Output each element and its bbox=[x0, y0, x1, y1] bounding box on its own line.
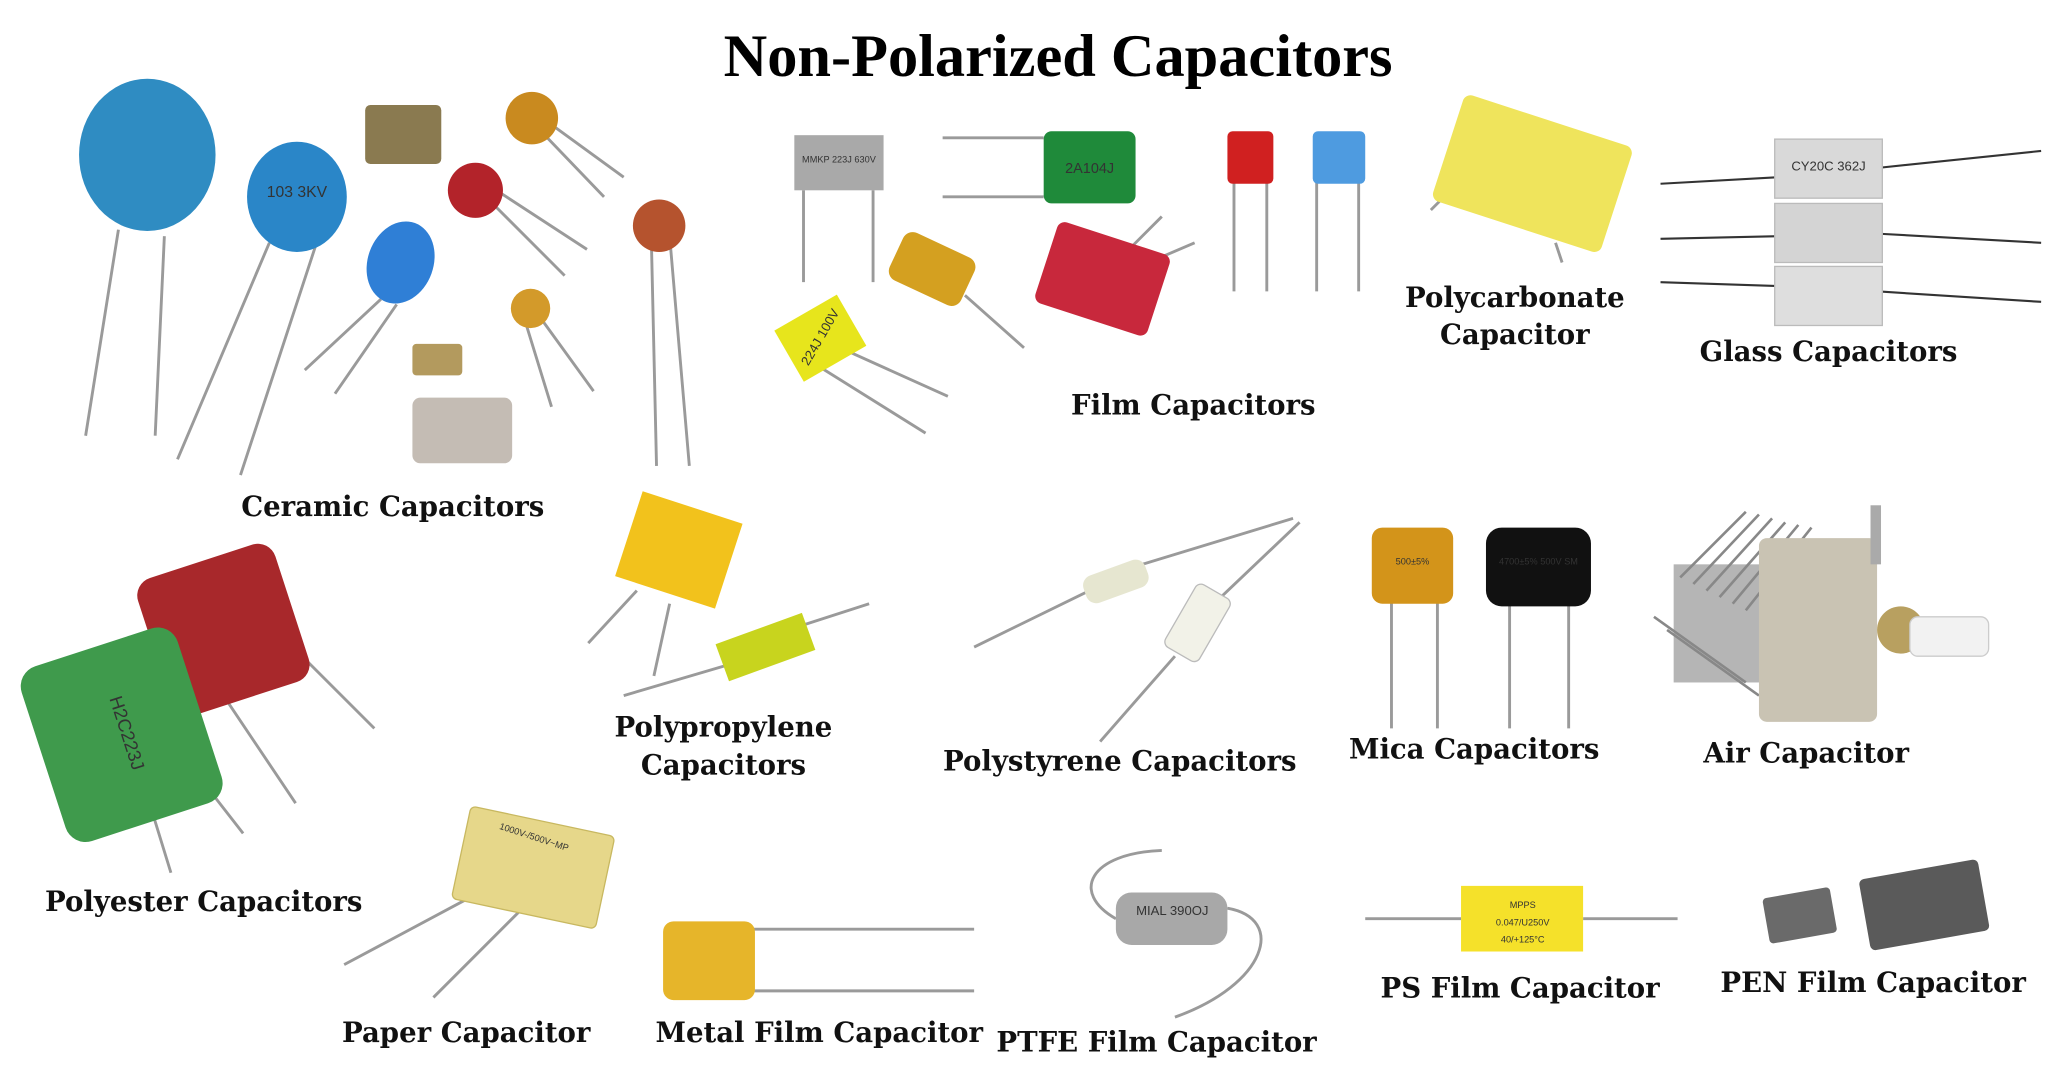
glass-capacitors-image: CY20C 362J bbox=[1660, 138, 2042, 327]
label-polystyrene: Polystyrene Capacitors bbox=[943, 745, 1296, 777]
svg-text:0.047/U250V: 0.047/U250V bbox=[1496, 917, 1550, 927]
ceramic-capacitors-image: 103 3KV bbox=[79, 78, 691, 476]
label-air: Air Capacitor bbox=[1702, 738, 1909, 770]
polypropylene-capacitors-image bbox=[587, 491, 870, 697]
polyester-capacitors-image: H2C223J bbox=[20, 543, 376, 874]
svg-text:MMKP 223J 630V: MMKP 223J 630V bbox=[802, 155, 877, 165]
air-capacitor-image bbox=[1653, 505, 1990, 722]
polystyrene-capacitors-image bbox=[973, 517, 1301, 743]
label-polycarbonate-1: Polycarbonate bbox=[1405, 282, 1625, 314]
ptfe-film-capacitor-image: MIAL 390OJ bbox=[1089, 849, 1263, 1019]
svg-text:MIAL 390OJ: MIAL 390OJ bbox=[1136, 903, 1208, 918]
label-paper: Paper Capacitor bbox=[342, 1017, 591, 1049]
svg-text:CY20C 362J: CY20C 362J bbox=[1791, 159, 1865, 174]
svg-text:500±5%: 500±5% bbox=[1396, 556, 1430, 566]
label-mica: Mica Capacitors bbox=[1349, 734, 1599, 766]
svg-text:MPPS: MPPS bbox=[1510, 900, 1536, 910]
label-polycarbonate-2: Capacitor bbox=[1440, 319, 1590, 351]
ps-film-capacitor-image: MPPS 0.047/U250V 40/+125°C bbox=[1365, 885, 1678, 952]
label-ptfe: PTFE Film Capacitor bbox=[996, 1026, 1317, 1058]
mica-capacitors-image: 500±5% 4700±5% 500V SM bbox=[1371, 527, 1591, 729]
metal-film-capacitor-image bbox=[663, 921, 975, 1001]
label-polypropylene-2: Capacitors bbox=[641, 749, 806, 781]
svg-text:4700±5% 500V SM: 4700±5% 500V SM bbox=[1499, 556, 1578, 566]
pen-film-capacitor-image bbox=[1762, 859, 1990, 951]
polycarbonate-capacitor-image bbox=[1429, 95, 1632, 263]
paper-capacitor-image: 1000V-/500V~MP bbox=[343, 806, 615, 999]
label-pen-film: PEN Film Capacitor bbox=[1720, 967, 2026, 999]
svg-text:2A104J: 2A104J bbox=[1065, 161, 1114, 177]
label-polyester: Polyester Capacitors bbox=[45, 886, 362, 918]
svg-text:40/+125°C: 40/+125°C bbox=[1501, 934, 1545, 944]
svg-text:103 3KV: 103 3KV bbox=[267, 184, 328, 201]
label-metal-film: Metal Film Capacitor bbox=[655, 1017, 983, 1049]
page-title: Non-Polarized Capacitors bbox=[724, 23, 1393, 90]
label-film: Film Capacitors bbox=[1071, 390, 1315, 422]
label-glass: Glass Capacitors bbox=[1700, 336, 1958, 368]
label-ps-film: PS Film Capacitor bbox=[1381, 972, 1661, 1004]
label-polypropylene-1: Polypropylene bbox=[615, 711, 833, 743]
label-ceramic: Ceramic Capacitors bbox=[241, 491, 544, 523]
film-capacitors-image: MMKP 223J 630V 2A104J 224J 100V bbox=[774, 131, 1366, 435]
